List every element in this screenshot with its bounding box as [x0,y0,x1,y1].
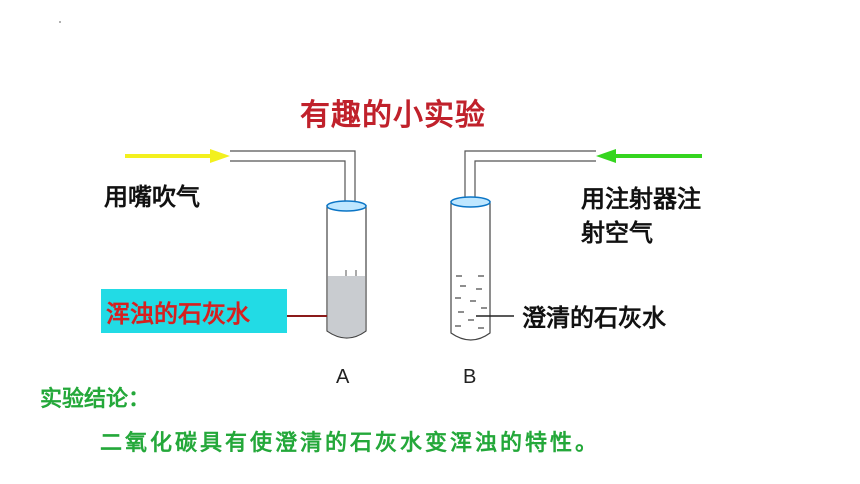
turbid-label: 浑浊的石灰水 [106,300,250,328]
dot-mark [59,21,61,23]
turbid-liquid [328,276,365,338]
bubbles [455,275,487,329]
blow-label: 用嘴吹气 [104,183,200,211]
test-tube-a [326,200,367,339]
page-title: 有趣的小实验 [300,98,486,133]
conclusion-heading: 实验结论： [40,386,151,412]
conclusion-text: 二氧化碳具有使澄清的石灰水变浑浊的特性。 [100,430,601,456]
syringe-label-line1: 用注射器注 [581,185,701,213]
test-tube-b [450,196,491,341]
arrow-green-icon [596,149,702,163]
clear-label: 澄清的石灰水 [522,304,666,332]
tube-a-label: A [336,366,350,388]
arrow-yellow-icon [125,149,230,163]
turbid-highlight [101,289,287,333]
syringe-label-line2: 射空气 [581,219,653,247]
tube-b-label: B [463,366,477,388]
